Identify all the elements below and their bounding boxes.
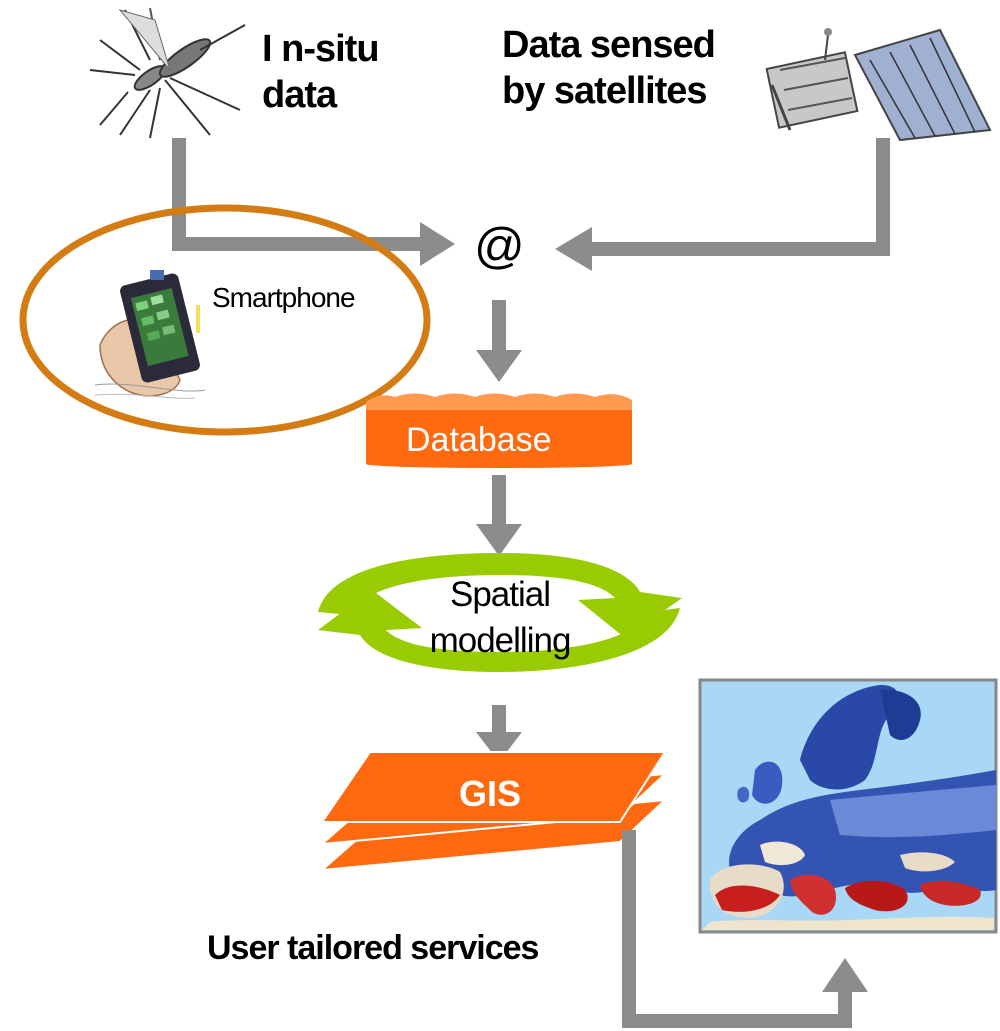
- arrow-satellite-to-at: [555, 138, 890, 271]
- gis-layers: [319, 751, 668, 872]
- smartphone-hand-icon: [94, 270, 206, 399]
- database-label: Database: [406, 421, 552, 459]
- arrow-database-to-modelling: [476, 475, 522, 556]
- satellite-data-label: Data sensed by satellites: [502, 24, 716, 112]
- spatial-modelling-label: Spatial modelling: [429, 575, 572, 660]
- satellite-icon: [765, 28, 992, 142]
- arrow-modelling-to-gis: [476, 705, 522, 762]
- arrow-insitu-to-at: [172, 138, 455, 266]
- user-services-label: User tailored services: [207, 929, 539, 967]
- database-shape: [366, 393, 632, 468]
- arrow-at-to-database: [476, 300, 522, 382]
- highlight-ellipse: [19, 204, 431, 436]
- in-situ-label: I n-situ data: [262, 28, 380, 116]
- europe-map-icon: [698, 678, 998, 934]
- arrow-gis-to-map: [622, 830, 868, 1028]
- mosquito-icon: [89, 7, 246, 139]
- smartphone-label: Smartphone: [212, 282, 356, 313]
- cycle-arrows-icon: [318, 553, 682, 672]
- internet-at-symbol: @: [474, 218, 525, 274]
- gis-label: GIS: [459, 773, 522, 814]
